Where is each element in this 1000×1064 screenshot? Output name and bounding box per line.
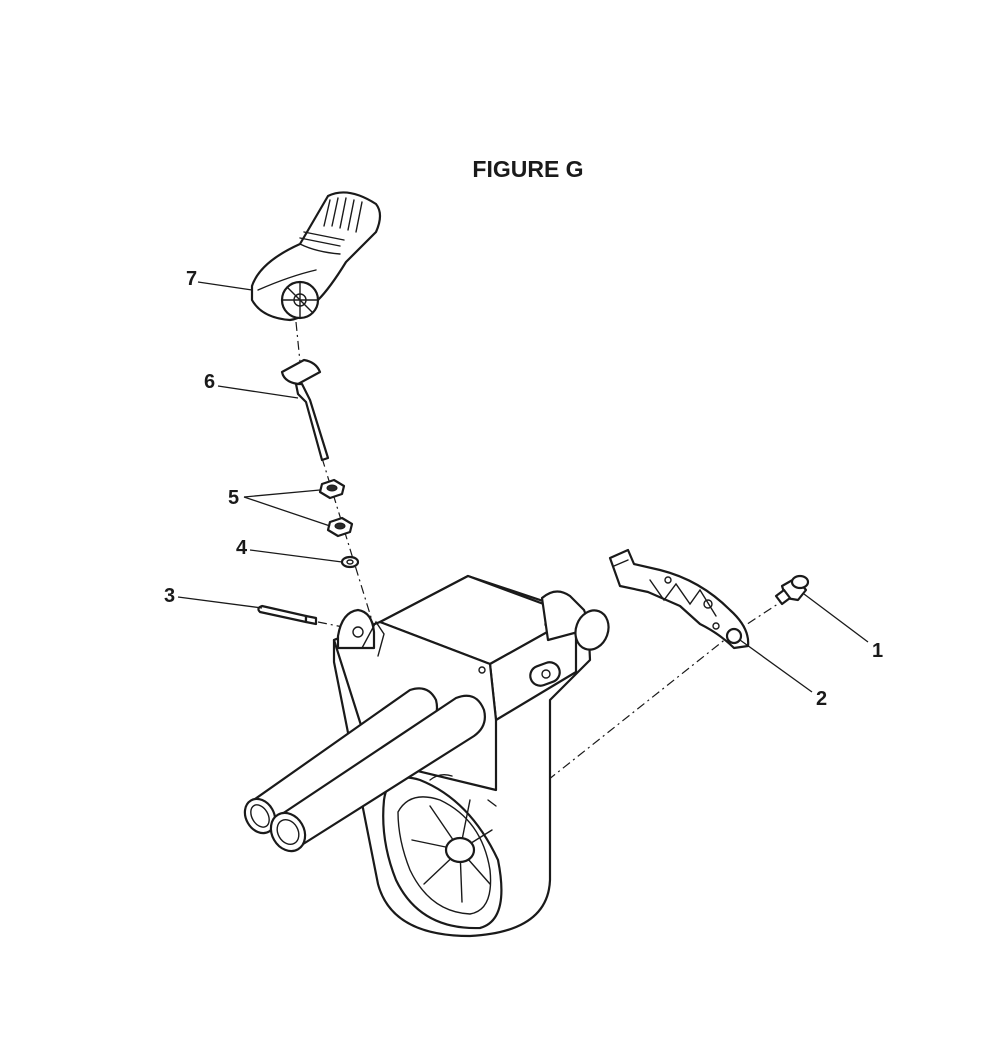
right-tube: [274, 694, 486, 848]
callout-4: 4: [236, 537, 248, 559]
part-4-washer: [340, 555, 360, 569]
callout-5: 5: [228, 487, 239, 509]
handle-tubes: [243, 590, 610, 853]
pivot-ear: [336, 608, 376, 650]
figure-title: FIGURE G: [472, 156, 584, 182]
housing-assembly: [332, 574, 592, 938]
leader-lines: [177, 281, 869, 693]
part-3-axle-pin: [257, 604, 318, 626]
part-2-bracket: [608, 548, 750, 650]
callout-2: 2: [816, 688, 827, 710]
callout-1: 1: [872, 640, 883, 662]
part-1-bolt: [774, 574, 810, 606]
part-5-nuts: [318, 478, 354, 538]
pedal-grip-ribs: [299, 197, 363, 247]
wheel: [382, 776, 503, 930]
callout-6: 6: [204, 371, 215, 393]
callout-3: 3: [164, 585, 175, 607]
callout-7: 7: [186, 268, 197, 290]
part-7-pedal-lever: [250, 191, 382, 322]
part-6-pin: [280, 358, 330, 462]
